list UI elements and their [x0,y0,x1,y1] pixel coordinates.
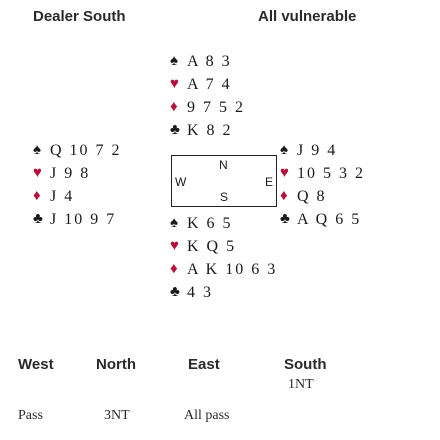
south-suit-line: ♦ A K 10 6 3 [170,258,277,281]
west-suit-line: ♣ J 10 9 7 [33,208,122,231]
west-suit-line: ♦ J 4 [33,185,122,208]
diamond-icon: ♦ [170,99,178,115]
east-suit-line: ♦ Q 8 [280,185,365,208]
spade-icon: ♠ [280,142,288,158]
card-holding: 4 3 [187,284,213,301]
west-suit-line: ♠ Q 10 7 2 [33,139,122,162]
auction-header-north: North [96,356,136,373]
compass-north: N [219,158,228,172]
card-holding: A Q 6 5 [297,211,362,228]
card-holding: Q 8 [297,188,327,205]
spade-icon: ♠ [33,142,41,158]
compass-south: S [220,190,229,204]
north-suit-line: ♠ A 8 3 [170,50,245,73]
compass-box: N W E S [171,155,277,207]
compass-east: E [264,175,273,189]
south-suit-line: ♣ 4 3 [170,281,277,304]
card-holding: A 7 4 [187,76,232,93]
card-holding: J 4 [50,188,75,205]
spade-icon: ♠ [170,53,178,69]
north-suit-line: ♥ A 7 4 [170,73,245,96]
south-suit-line: ♠ K 6 5 [170,212,277,235]
heart-icon: ♥ [170,76,179,92]
card-holding: 10 5 3 2 [297,165,365,182]
club-icon: ♣ [33,211,43,227]
south-suit-line: ♥ K Q 5 [170,235,277,258]
card-holding: A 8 3 [187,53,232,70]
dealer-label: Dealer South [33,8,126,25]
north-suit-line: ♦ 9 7 5 2 [170,96,245,119]
card-holding: A K 10 6 3 [187,261,278,278]
card-holding: Q 10 7 2 [50,142,122,159]
card-holding: K Q 5 [187,238,237,255]
east-suit-line: ♠ J 9 4 [280,139,365,162]
diamond-icon: ♦ [33,188,41,204]
east-suit-line: ♥ 10 5 3 2 [280,162,365,185]
card-holding: K 6 5 [187,215,233,232]
card-holding: J 9 4 [297,142,338,159]
auction-bid: All pass [184,408,230,423]
diamond-icon: ♦ [170,261,178,277]
compass-west: W [175,175,187,189]
east-hand: ♠ J 9 4 ♥ 10 5 3 2 ♦ Q 8 ♣ A Q 6 5 [280,139,365,231]
auction-header-south: South [284,356,327,373]
card-holding: K 8 2 [187,122,233,139]
west-suit-line: ♥ J 9 8 [33,162,122,185]
west-hand: ♠ Q 10 7 2 ♥ J 9 8 ♦ J 4 ♣ J 10 9 7 [33,139,122,231]
club-icon: ♣ [170,284,180,300]
auction-header-west: West [18,356,54,373]
auction-bid: 1NT [288,377,314,392]
card-holding: J 10 9 7 [50,211,117,228]
club-icon: ♣ [280,211,290,227]
south-hand: ♠ K 6 5 ♥ K Q 5 ♦ A K 10 6 3 ♣ 4 3 [170,212,277,304]
north-suit-line: ♣ K 8 2 [170,119,245,142]
auction-bid: Pass [18,408,43,423]
heart-icon: ♥ [280,165,289,181]
card-holding: J 9 8 [50,165,91,182]
spade-icon: ♠ [170,215,178,231]
north-hand: ♠ A 8 3 ♥ A 7 4 ♦ 9 7 5 2 ♣ K 8 2 [170,50,245,142]
auction-header-east: East [188,356,220,373]
diamond-icon: ♦ [280,188,288,204]
club-icon: ♣ [170,122,180,138]
card-holding: 9 7 5 2 [187,99,245,116]
heart-icon: ♥ [33,165,42,181]
vulnerability-label: All vulnerable [258,8,357,25]
east-suit-line: ♣ A Q 6 5 [280,208,365,231]
heart-icon: ♥ [170,238,179,254]
auction-bid: 3NT [104,408,130,423]
